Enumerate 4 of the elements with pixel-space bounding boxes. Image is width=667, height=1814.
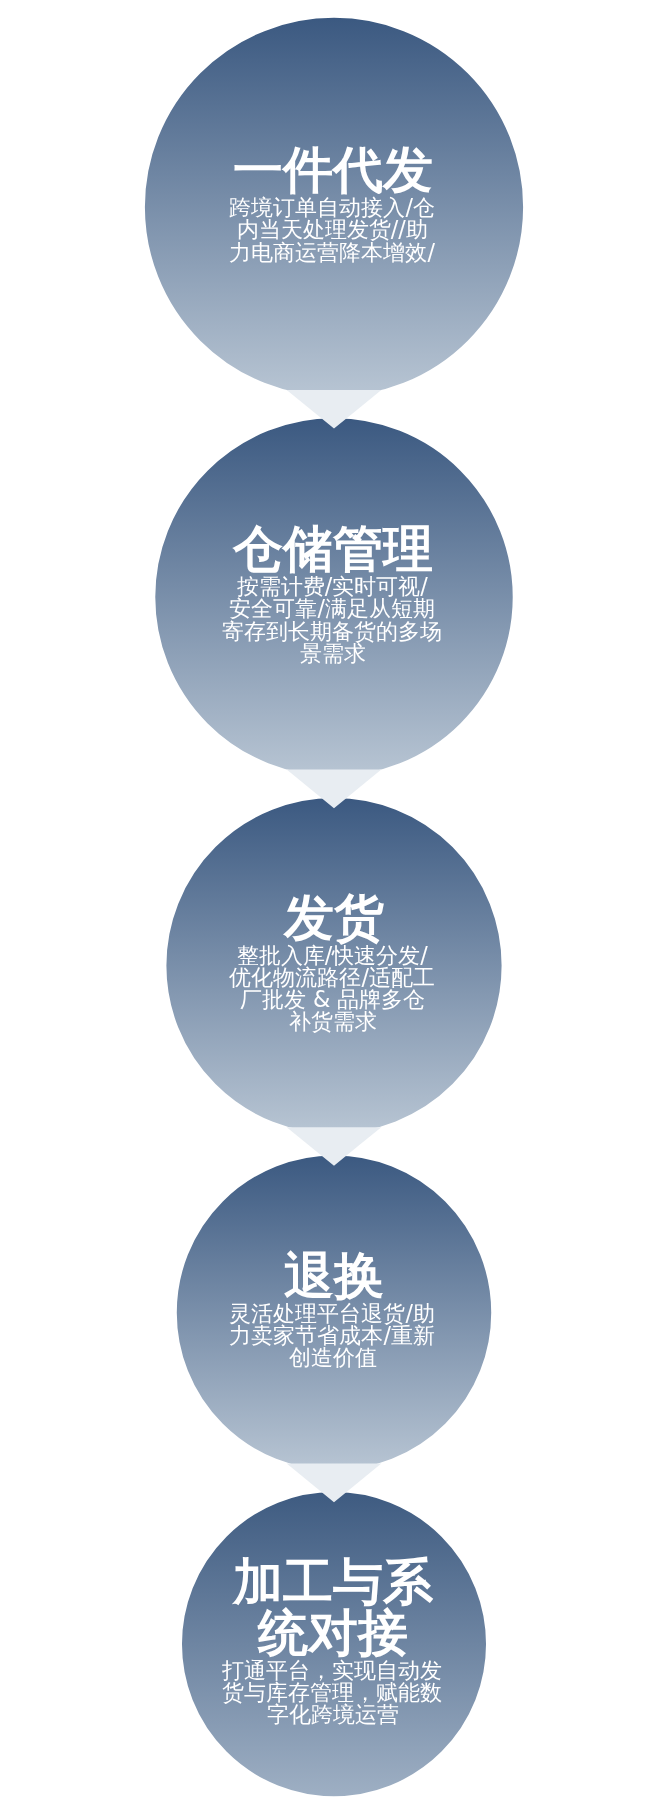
arrow — [286, 769, 381, 809]
arrow — [286, 1127, 381, 1166]
arrow — [286, 1463, 381, 1503]
arrow — [286, 389, 381, 429]
